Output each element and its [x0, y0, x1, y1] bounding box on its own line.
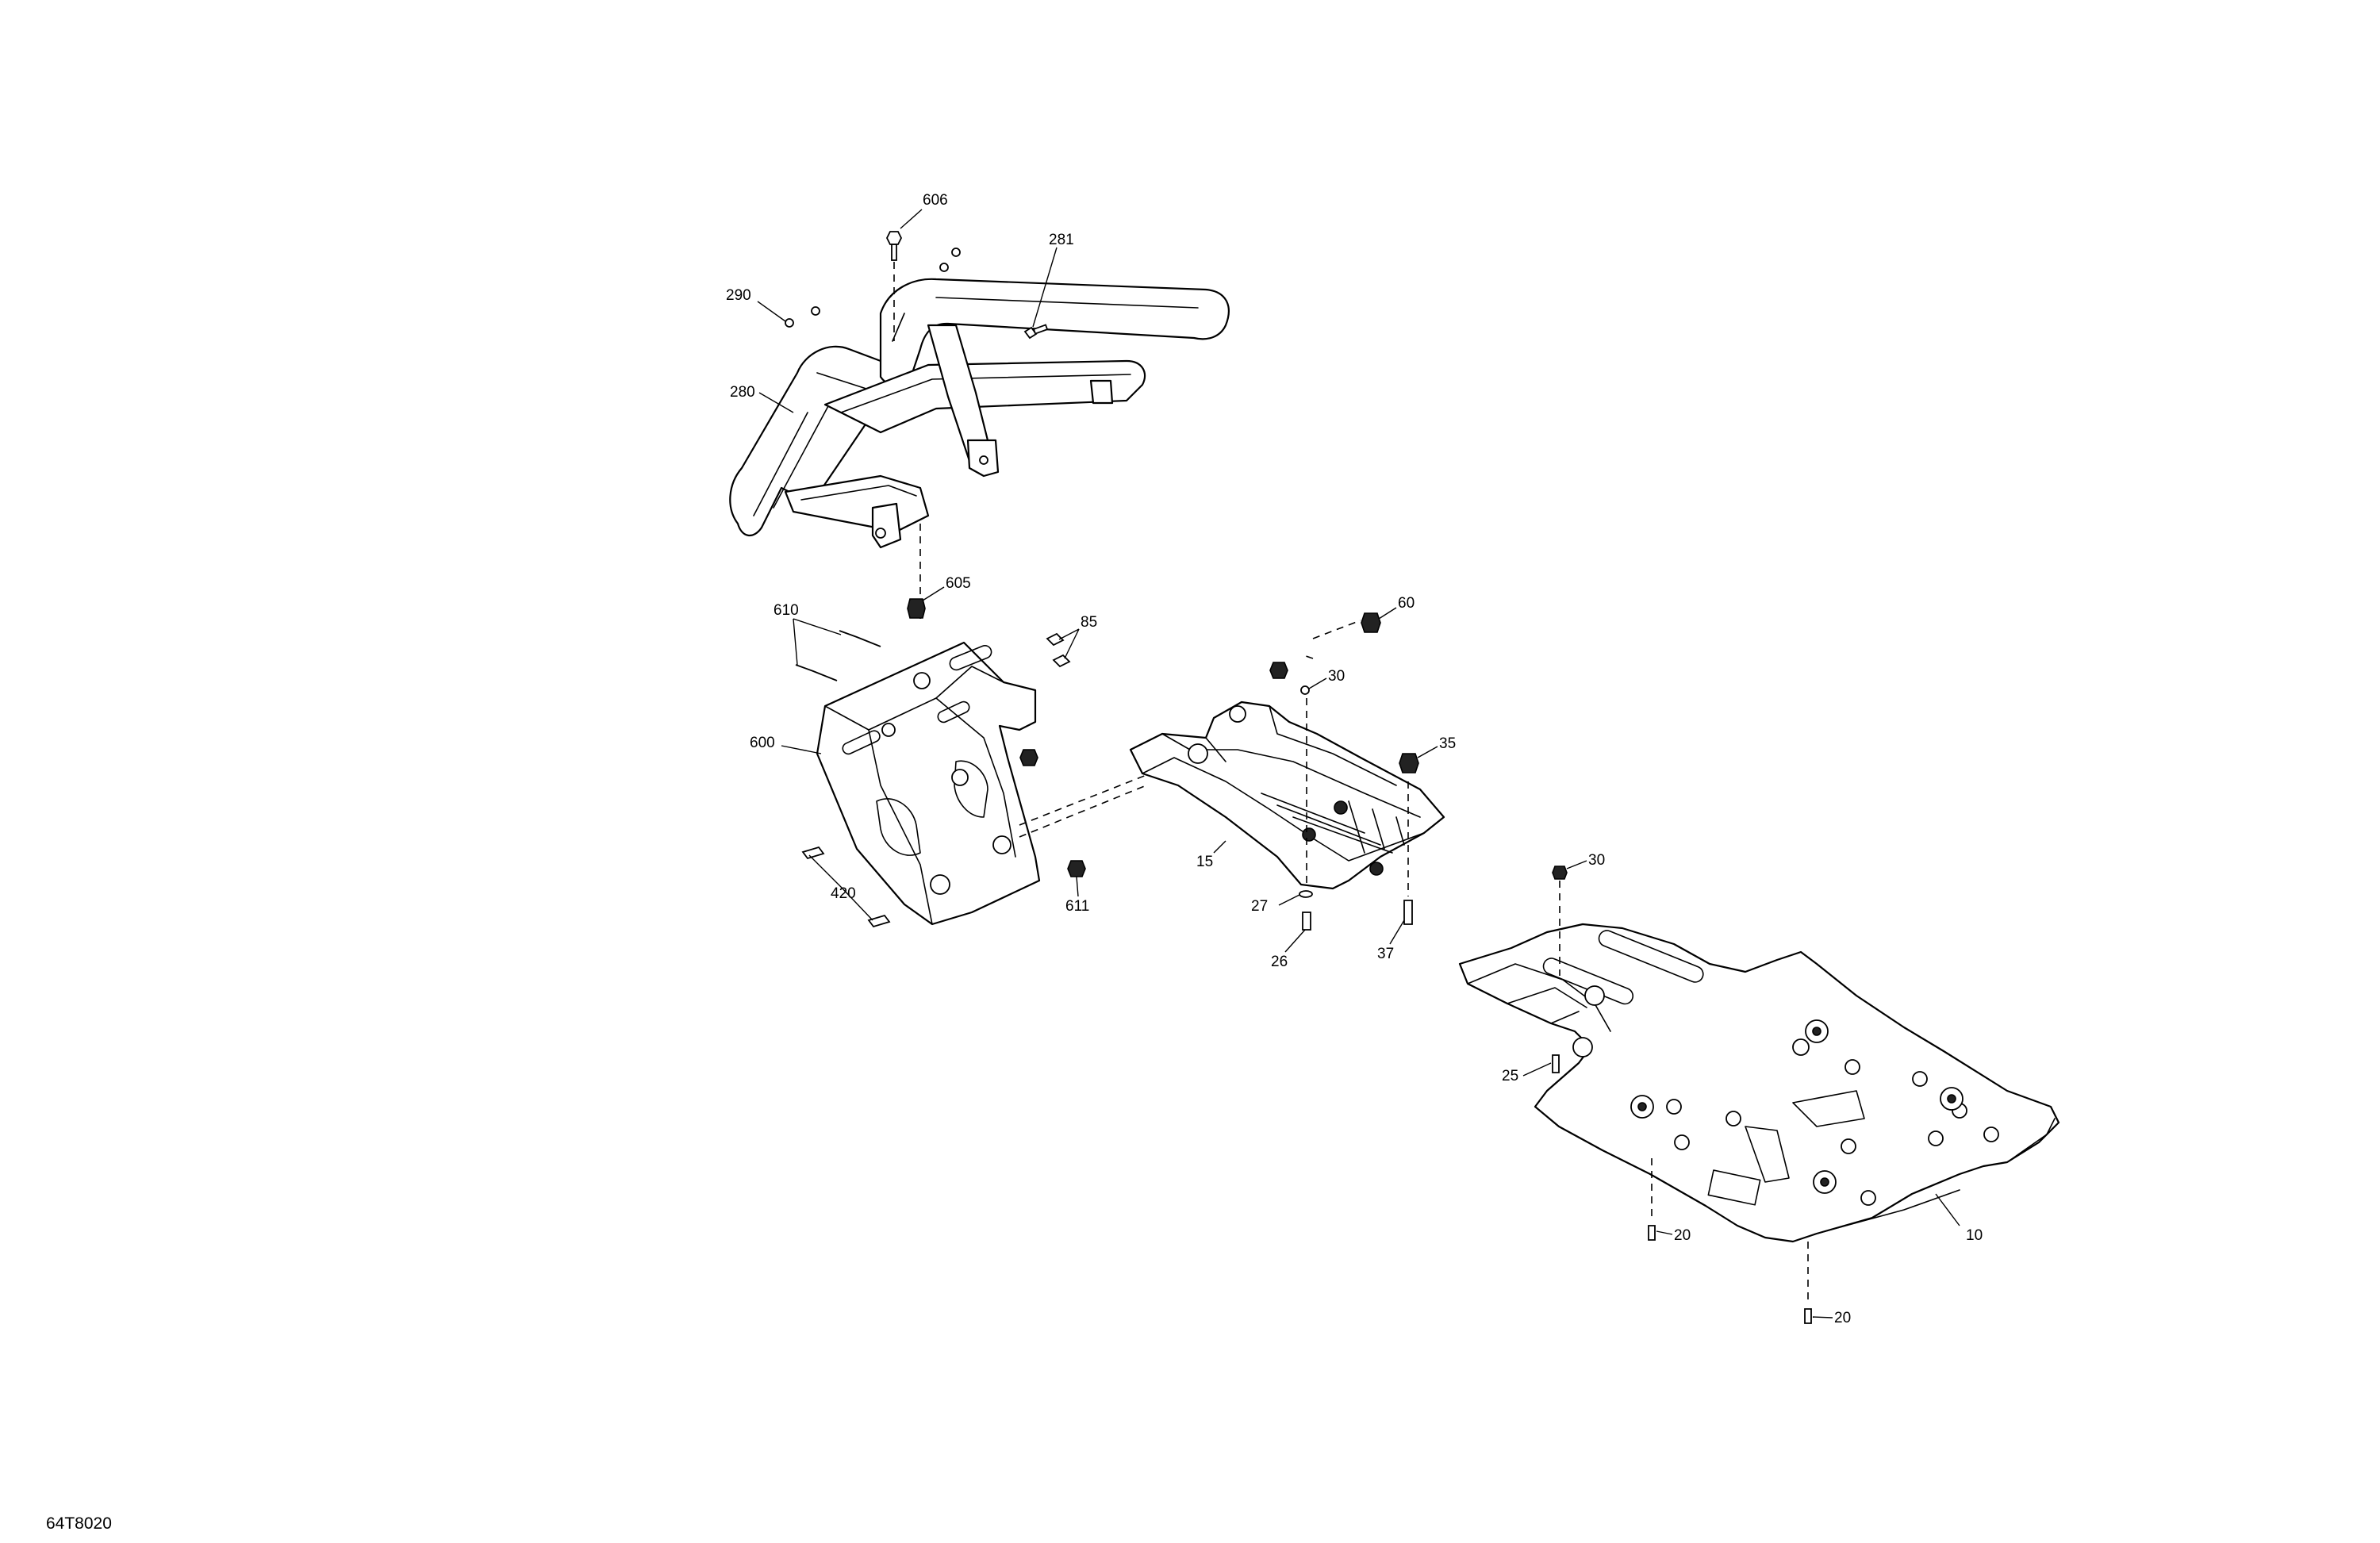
- bolt-25-icon: [1552, 1054, 1560, 1073]
- bolt-37-icon: [1403, 900, 1413, 925]
- callout-10: 10: [1966, 1227, 1983, 1244]
- bolt-610-icon: [839, 630, 881, 647]
- callout-600: 600: [750, 735, 775, 751]
- nut-30-icon: [1552, 866, 1568, 880]
- callout-85: 85: [1081, 614, 1097, 631]
- bolt-420-icon: [801, 846, 825, 860]
- callout-30-main: 30: [1588, 852, 1605, 869]
- callout-281: 281: [1049, 232, 1074, 248]
- main-skid-plate[interactable]: [1458, 923, 2060, 1243]
- leader-lines: [757, 209, 1960, 1318]
- mid-plate-hardware: [1269, 612, 1419, 931]
- nut-605-icon: [907, 598, 926, 619]
- bolt-20-icon: [1648, 1225, 1656, 1241]
- callout-605: 605: [946, 575, 971, 592]
- callout-60: 60: [1398, 595, 1415, 612]
- nut-60-icon: [1361, 612, 1381, 633]
- callout-290: 290: [726, 287, 751, 304]
- bolt-606-icon: [885, 231, 903, 245]
- callout-27: 27: [1251, 898, 1268, 915]
- callout-labels: 606 281 290 280 605 610 85 600 420 611 6…: [726, 192, 1983, 1326]
- bolt-85-icon: [1046, 632, 1065, 647]
- callout-420: 420: [831, 885, 856, 902]
- bumper-hardware: [785, 231, 1049, 340]
- callout-25: 25: [1502, 1068, 1518, 1084]
- nut-290-icon: [785, 318, 794, 328]
- main-plate-hardware: [1552, 866, 1812, 1324]
- callout-20-upper: 20: [1674, 1227, 1691, 1244]
- bumper-support-bracket[interactable]: [816, 641, 1041, 926]
- callout-610: 610: [774, 602, 799, 619]
- callout-20-lower: 20: [1834, 1310, 1851, 1326]
- washer-30-icon: [1300, 685, 1310, 695]
- callout-15: 15: [1196, 854, 1213, 870]
- middle-skid-plate[interactable]: [1129, 700, 1445, 890]
- callout-280: 280: [730, 384, 755, 401]
- callout-37: 37: [1377, 946, 1394, 962]
- nut-35-icon: [1399, 753, 1419, 773]
- screw-26-icon: [1302, 912, 1311, 931]
- callout-606: 606: [923, 192, 948, 209]
- callout-611: 611: [1065, 898, 1089, 915]
- drawing-code: 64T8020: [46, 1514, 112, 1533]
- callout-26: 26: [1271, 954, 1288, 970]
- washer-27-icon: [1299, 890, 1313, 898]
- nut-611-icon: [1067, 860, 1086, 877]
- bracket-hardware: [795, 598, 1086, 928]
- callout-30-mid: 30: [1328, 668, 1345, 685]
- callout-35: 35: [1439, 735, 1456, 752]
- front-bumper[interactable]: [729, 278, 1230, 549]
